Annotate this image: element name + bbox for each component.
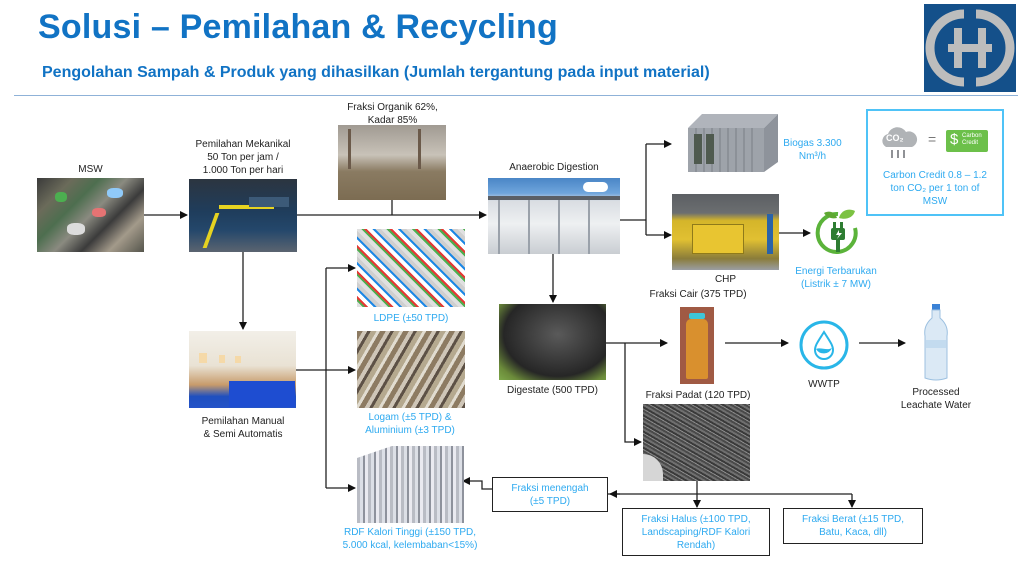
biogas-line1: Biogas 3.300 [783, 138, 842, 149]
carbon-line3: MSW [922, 196, 948, 207]
co2-cloud-icon: CO₂ [878, 123, 918, 163]
carbon-line2: ton CO₂ per 1 ton of [890, 183, 980, 194]
heavy-line1: Fraksi Berat (±15 TPD, [802, 514, 904, 525]
mechanical-sorting-image [189, 179, 297, 252]
metal-image [357, 331, 465, 408]
manual-line1: Pemilahan Manual [201, 416, 285, 427]
renewable-energy-plug-icon [815, 208, 861, 258]
header-divider [14, 95, 1018, 96]
fine-fraction-box: Fraksi Halus (±100 TPD, Landscaping/RDF … [622, 508, 770, 556]
company-logo-icon [924, 4, 1016, 92]
wwtp-label: WWTP [808, 379, 840, 390]
carbon-credit-box: CO₂ = $ Carbon Credit Carbon Credit 0.8 … [866, 109, 1004, 216]
medium-line1: Fraksi menengah [511, 482, 589, 494]
rdf-line2: 5.000 kcal, kelembaban<15%) [342, 540, 478, 551]
metal-line1: Logam (±5 TPD) & [368, 412, 452, 423]
biogas-container-image [682, 110, 779, 174]
leachate-line1: Processed [912, 387, 960, 398]
manual-sorting-label: Pemilahan Manual & Semi Automatis [183, 415, 303, 441]
rdf-label: RDF Kalori Tinggi (±150 TPD, 5.000 kcal,… [330, 526, 490, 552]
leachate-label: Processed Leachate Water [891, 386, 981, 412]
solid-fraction-image [643, 404, 750, 481]
medium-fraction-box: Fraksi menengah (±5 TPD) [492, 477, 608, 512]
page-title: Solusi – Pemilahan & Recycling [38, 8, 558, 46]
dollar-icon: $ [950, 131, 959, 148]
medium-line2: (±5 TPD) [529, 495, 571, 507]
anaerobic-label: Anaerobic Digestion [509, 162, 599, 173]
msw-label: MSW [78, 164, 103, 175]
fine-line1: Fraksi Halus (±100 TPD, [641, 513, 751, 525]
biogas-label: Biogas 3.300 Nm³/h [775, 137, 850, 163]
solid-fraction-label: Fraksi Padat (120 TPD) [645, 390, 751, 401]
co2-text: CO₂ [886, 133, 904, 143]
chp-label: CHP [714, 274, 737, 285]
chp-image [672, 194, 779, 270]
liquid-fraction-label: Fraksi Cair (375 TPD) [649, 289, 747, 300]
fine-line2: Landscaping/RDF Kalori [641, 526, 751, 538]
mechanical-sorting-label: Pemilahan Mekanikal 50 Ton per jam / 1.0… [178, 138, 308, 177]
water-bottle-image [921, 304, 951, 382]
mechanical-line3: 1.000 Ton per hari [202, 165, 284, 176]
heavy-line2: Batu, Kaca, dll) [819, 527, 887, 538]
msw-image [37, 178, 144, 252]
leachate-line2: Leachate Water [900, 400, 972, 411]
water-cycle-icon [797, 318, 851, 372]
organic-fraction-image [338, 125, 446, 200]
manual-sorting-image [189, 331, 296, 408]
organic-line1: Fraksi Organik 62%, [347, 102, 438, 113]
carbon-credit-text: Carbon Credit 0.8 – 1.2 ton CO₂ per 1 to… [868, 169, 1002, 208]
organic-line2: Kadar 85% [367, 115, 418, 126]
manual-line2: & Semi Automatis [203, 429, 283, 440]
page-subtitle: Pengolahan Sampah & Produk yang dihasilk… [42, 64, 710, 81]
liquid-fraction-image [680, 307, 714, 384]
organic-fraction-label: Fraksi Organik 62%, Kadar 85% [330, 101, 455, 127]
carbon-line1: Carbon Credit 0.8 – 1.2 [883, 170, 987, 181]
ldpe-image [357, 229, 465, 307]
ldpe-label: LDPE (±50 TPD) [373, 313, 449, 324]
rdf-image [357, 446, 464, 523]
biogas-line2: Nm³/h [798, 151, 827, 162]
carbon-credit-icon: $ Carbon Credit [946, 130, 988, 152]
fine-line3: Rendah) [676, 539, 716, 551]
carbon-credit-tag: Carbon Credit [962, 133, 982, 146]
digestate-label: Digestate (500 TPD) [507, 385, 598, 396]
anaerobic-image [488, 178, 620, 254]
metal-label: Logam (±5 TPD) & Aluminium (±3 TPD) [345, 411, 475, 437]
metal-line2: Aluminium (±3 TPD) [365, 425, 455, 436]
mechanical-line1: Pemilahan Mekanikal [195, 139, 291, 150]
energy-line1: Energi Terbarukan [795, 266, 877, 277]
digestate-image [499, 304, 606, 380]
heavy-fraction-box: Fraksi Berat (±15 TPD, Batu, Kaca, dll) [783, 508, 923, 544]
energy-line2: (Listrik ± 7 MW) [801, 279, 871, 290]
energy-label: Energi Terbarukan (Listrik ± 7 MW) [786, 265, 886, 291]
mechanical-line2: 50 Ton per jam / [207, 152, 279, 163]
rdf-line1: RDF Kalori Tinggi (±150 TPD, [343, 527, 477, 538]
equals-sign: = [928, 131, 937, 147]
